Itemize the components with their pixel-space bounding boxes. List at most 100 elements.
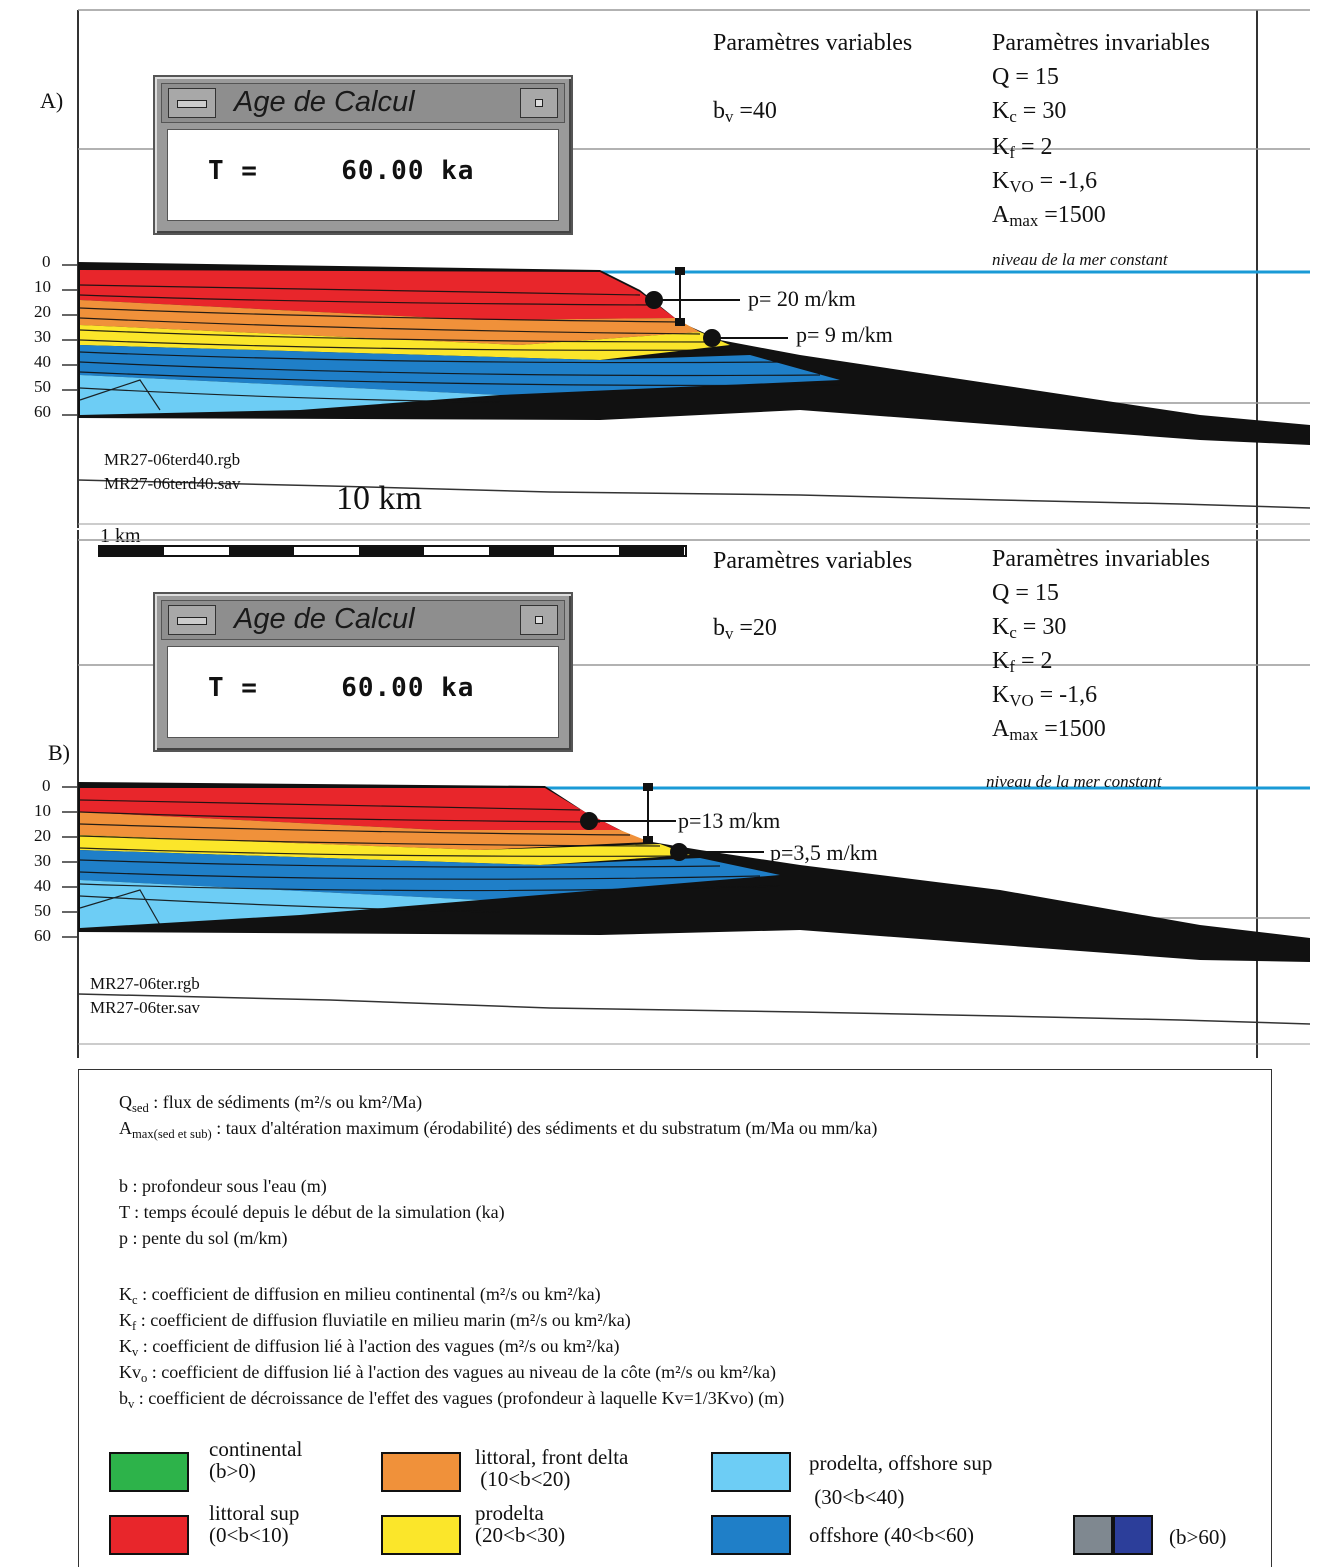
swatch-continental [109,1452,189,1492]
panel-b-kc: Kc = 30 [992,614,1067,642]
swatch-prodelta-name: prodelta [475,1501,544,1525]
panel-a-variable-title: Paramètres variables [713,30,913,56]
legend-kc: Kc : coefficient de diffusion en milieu … [119,1284,601,1307]
swatch-offshore [711,1515,791,1555]
panel-a-bv-value: =40 [739,98,777,124]
panel-a-depth-40: 40 [34,352,51,371]
panel-b-sea-label: niveau de la mer constant [986,772,1162,791]
panel-b-depth-50: 50 [34,901,51,920]
swatch-continental-name: continental [209,1437,303,1461]
slope-markers-b [580,783,764,861]
window-title-bar: Age de Calcul [161,600,565,640]
panel-a-depth-0: 0 [42,252,51,271]
panel-a-depth-50: 50 [34,377,51,396]
swatch-continental-range: (b>0) [209,1459,256,1483]
legend-p: p : pente du sol (m/km) [119,1228,288,1248]
swatch-deep-grey [1073,1515,1113,1555]
window-title: Age de Calcul [234,603,415,635]
window-title-bar: Age de Calcul [161,83,565,123]
panel-a-kf-value: = 2 [1014,134,1053,160]
panel-a-frame [62,9,1311,528]
panel-b-kf: Kf = 2 [992,648,1053,676]
legend-amax: Amax(sed et sub) : taux d'altération max… [119,1118,878,1141]
panel-a-depth-20: 20 [34,302,51,321]
legend-kf: Kf : coefficient de diffusion fluviatile… [119,1310,631,1333]
panel-a-depth-60: 60 [34,402,51,421]
legend-kvo-text: : coefficient de diffusion lié à l'actio… [147,1362,776,1382]
swatch-littoral-front-name: littoral, front delta [475,1445,629,1469]
panel-a-age-window: Age de Calcul T = 60.00 ka [153,75,573,235]
panel-a-q: Q = 15 [992,64,1059,90]
swatch-prodelta-offshore-range: (30<b<40) [814,1485,905,1509]
swatch-littoral-front-range: (10<b<20) [480,1467,571,1491]
legend-amax-text: : taux d'altération maximum (érodabilité… [211,1118,878,1138]
panel-b-kvo: KVO = -1,6 [992,682,1098,710]
panel-b-q: Q = 15 [992,580,1059,606]
legend-bv: bv : coefficient de décroissance de l'ef… [119,1388,785,1411]
panel-b-depth-30: 30 [34,851,51,870]
panel-b-kf-value: = 2 [1014,648,1053,674]
panel-a-file2: MR27-06terd40.sav [104,474,241,493]
panel-a-kvo: KVO = -1,6 [992,168,1098,196]
scale-label-big: 10 km [336,480,422,517]
panel-b-amax: Amax =1500 [992,716,1106,744]
window-minimize-button[interactable] [168,88,216,118]
sediment-profile-a [78,262,1310,445]
swatch-littoral-sup [109,1515,189,1555]
swatch-prodelta-offshore-name: prodelta, offshore sup [809,1451,993,1475]
swatch-littoral-sup-range: (0<b<10) [209,1523,289,1547]
panel-b-slope2: p=3,5 m/km [770,840,878,865]
legend-bv-text: : coefficient de décroissance de l'effet… [134,1388,785,1408]
window-maximize-button[interactable] [520,88,558,118]
swatch-prodelta-offshore-label: prodelta, offshore sup (30<b<40) [809,1446,992,1514]
panel-b-depth-0: 0 [42,776,51,795]
swatch-offshore-label: offshore (40<b<60) [809,1523,975,1547]
swatch-prodelta-label: prodelta(20<b<30) [475,1502,565,1546]
panel-a-slope2: p= 9 m/km [796,322,893,347]
panel-b-file1: MR27-06ter.rgb [90,974,200,993]
panel-a-invariable-title: Paramètres invariables [992,30,1210,56]
panel-a-amax-value: =1500 [1038,202,1106,228]
panel-b-depth-60: 60 [34,926,51,945]
swatch-deep-blue [1113,1515,1153,1555]
panel-a-label: A) [40,88,64,113]
swatch-littoral-sup-name: littoral sup [209,1501,300,1525]
swatch-deep-label: (b>60) [1169,1525,1227,1549]
legend-qsed: Qsed : flux de sédiments (m²/s ou km²/Ma… [119,1092,423,1115]
legend-qsed-text: : flux de sédiments (m²/s ou km²/Ma) [148,1092,423,1112]
panel-b-invariable-title: Paramètres invariables [992,546,1210,572]
panel-b-depth-10: 10 [34,801,51,820]
panel-a-kc-value: = 30 [1016,98,1067,124]
panel-a-file1: MR27-06terd40.rgb [104,450,241,469]
panel-a-depth-10: 10 [34,277,51,296]
age-readout: T = 60.00 ka [208,156,475,186]
legend-kv-text: : coefficient de diffusion lié à l'actio… [138,1336,620,1356]
age-readout: T = 60.00 ka [208,673,475,703]
legend-kvo: Kvo : coefficient de diffusion lié à l'a… [119,1362,776,1385]
legend-box: Qsed : flux de sédiments (m²/s ou km²/Ma… [78,1069,1272,1567]
window-minimize-button[interactable] [168,605,216,635]
swatch-littoral-sup-label: littoral sup(0<b<10) [209,1502,299,1546]
panel-a-amax: Amax =1500 [992,202,1106,230]
scale-label-small: 1 km [100,525,141,547]
panel-a-depth-30: 30 [34,327,51,346]
panel-b-age-window: Age de Calcul T = 60.00 ka [153,592,573,752]
panel-b-label: B) [48,740,70,765]
legend-kf-text: : coefficient de diffusion fluviatile en… [136,1310,631,1330]
panel-a-sea-label: niveau de la mer constant [992,250,1168,269]
panel-b-kc-value: = 30 [1016,614,1067,640]
swatch-continental-label: continental(b>0) [209,1438,302,1482]
panel-b-variable-title: Paramètres variables [713,548,913,574]
panel-b-depth-40: 40 [34,876,51,895]
panel-b-bv-value: =20 [739,615,777,641]
window-maximize-button[interactable] [520,605,558,635]
panel-b-depth-20: 20 [34,826,51,845]
swatch-prodelta [381,1515,461,1555]
window-body: T = 60.00 ka [167,129,559,221]
window-body: T = 60.00 ka [167,646,559,738]
legend-t: T : temps écoulé depuis le début de la s… [119,1202,505,1222]
panel-b-bv: bv =20 [713,615,777,643]
panel-b-frame [62,530,1311,1058]
legend-kv: Kv : coefficient de diffusion lié à l'ac… [119,1336,620,1359]
slope-markers-a [645,267,788,347]
